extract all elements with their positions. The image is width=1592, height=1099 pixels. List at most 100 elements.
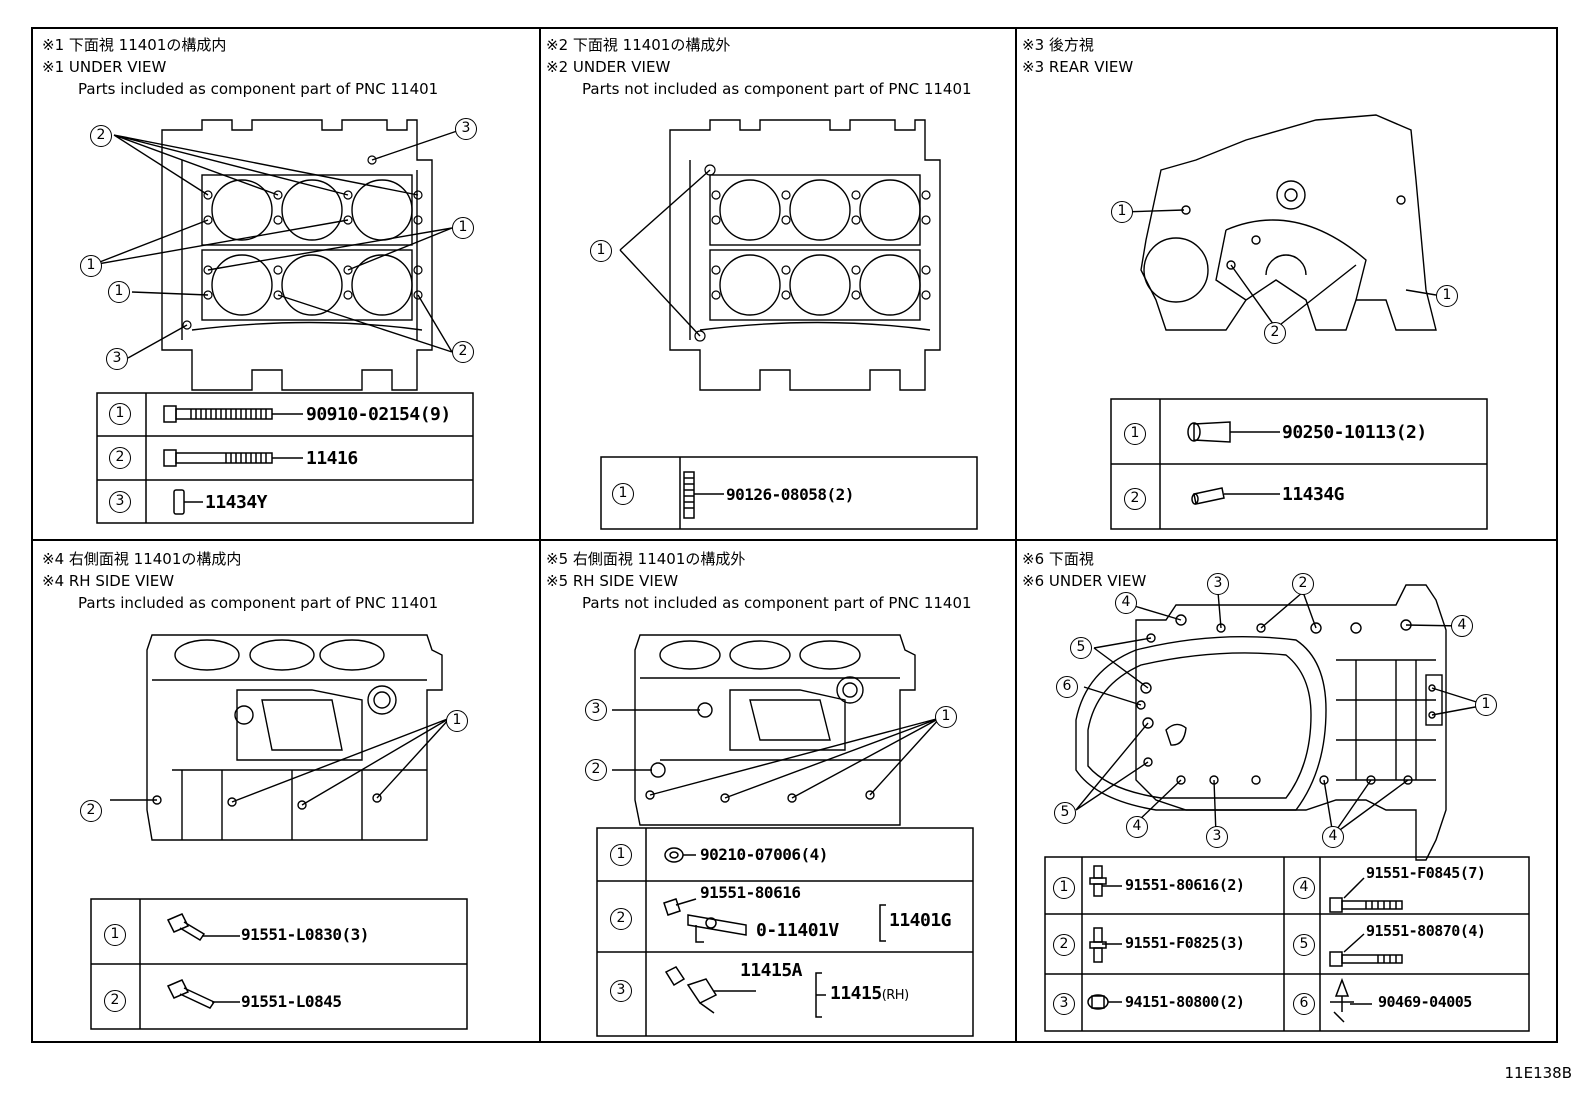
panel6-callout-3-bottom: 3 [1206, 826, 1228, 848]
panel5-block-rhside [612, 634, 941, 826]
panel4-block-rhside [110, 634, 451, 841]
panel2-parts-table [600, 456, 978, 530]
panel2-callout-1: 1 [590, 240, 612, 262]
panel1-row3-part: 11434Y [205, 492, 268, 513]
panel4-row1-index: 1 [104, 924, 126, 946]
panel6-callout-2: 2 [1292, 573, 1314, 595]
panel6-row3-index: 3 [1053, 993, 1075, 1015]
panel1-title-jp: ※1 下面視 11401の構成内 [42, 36, 227, 54]
panel5-parts-table [596, 827, 974, 1037]
panel3-header: ※3 後方視 ※3 REAR VIEW [1022, 34, 1133, 78]
panel6-callout-1: 1 [1475, 694, 1497, 716]
panel6-callout-5-bottom: 5 [1054, 802, 1076, 824]
panel5-row2-sub2: 11401G [889, 910, 952, 931]
panel5-row1-index: 1 [610, 844, 632, 866]
panel1-callout-1-right: 1 [452, 217, 474, 239]
panel6-callout-4-tl: 4 [1115, 592, 1137, 614]
panel6-callout-4-bottom: 4 [1322, 826, 1344, 848]
panel6-row2-index: 2 [1053, 934, 1075, 956]
panel6-title-en: ※6 UNDER VIEW [1022, 572, 1147, 590]
panel4-title-jp: ※4 右側面視 11401の構成内 [42, 550, 242, 568]
panel1-row1-index: 1 [109, 403, 131, 425]
panel1-callout-3-bottom: 3 [106, 348, 128, 370]
panel1-note: Parts included as component part of PNC … [78, 80, 439, 98]
panel6-row1-part: 91551-80616(2) [1125, 876, 1245, 894]
panel6-callout-4-tr: 4 [1451, 615, 1473, 637]
panel2-block-underview [619, 119, 941, 391]
diagram-code: 11E138B [1504, 1064, 1573, 1082]
panel6-row6-part: 90469-04005 [1378, 993, 1472, 1011]
panel1-callout-3-top: 3 [455, 118, 477, 140]
panel6-row1-index: 1 [1053, 877, 1075, 899]
panel6-row2-part: 91551-F0825(3) [1125, 934, 1245, 952]
panel6-row6-index: 6 [1293, 993, 1315, 1015]
panel3-row1-index: 1 [1124, 423, 1146, 445]
panel6-callout-6: 6 [1056, 676, 1078, 698]
panel3-callout-2: 2 [1264, 322, 1286, 344]
panel6-header: ※6 下面視 ※6 UNDER VIEW [1022, 548, 1146, 592]
panel5-row2-index: 2 [610, 908, 632, 930]
panel4-title-en: ※4 RH SIDE VIEW [42, 572, 175, 590]
panel5-row3-sub2: 11415(RH) [830, 983, 909, 1004]
panel1-parts-table [96, 392, 474, 524]
panel1-block-underview [91, 119, 461, 391]
panel5-title-en: ※5 RH SIDE VIEW [546, 572, 679, 590]
panel5-row1-part: 90210-07006(4) [700, 845, 828, 864]
panel1-row2-index: 2 [109, 447, 131, 469]
panel1-callout-2-bottom: 2 [452, 341, 474, 363]
panel5-callout-3: 3 [585, 699, 607, 721]
panel2-note: Parts not included as component part of … [582, 80, 972, 98]
panel1-row3-index: 3 [109, 491, 131, 513]
panel3-block-rearview [1120, 114, 1437, 331]
panel1-callout-1-left: 1 [80, 255, 102, 277]
panel1-title-en: ※1 UNDER VIEW [42, 58, 167, 76]
panel3-row1-part: 90250-10113(2) [1282, 422, 1427, 443]
panel4-row1-part: 91551-L0830(3) [241, 925, 369, 944]
panel1-callout-2-top: 2 [90, 125, 112, 147]
panel6-parts-table [1044, 856, 1530, 1032]
panel5-row3-part: 11415A [740, 960, 803, 981]
panel2-title-jp: ※2 下面視 11401の構成外 [546, 36, 731, 54]
panel5-header: ※5 右側面視 11401の構成外 ※5 RH SIDE VIEW Parts … [546, 548, 972, 614]
panel4-row2-index: 2 [104, 990, 126, 1012]
panel2-title-en: ※2 UNDER VIEW [546, 58, 671, 76]
panel3-callout-1-left: 1 [1111, 201, 1133, 223]
panel6-row4-part: 91551-F0845(7) [1366, 864, 1486, 882]
panel1-callout-1-mid: 1 [108, 281, 130, 303]
panel3-title-en: ※3 REAR VIEW [1022, 58, 1134, 76]
panel1-header: ※1 下面視 11401の構成内 ※1 UNDER VIEW Parts inc… [42, 34, 438, 100]
panel3-title-jp: ※3 後方視 [1022, 36, 1094, 54]
panel5-callout-1: 1 [935, 706, 957, 728]
panel4-callout-1: 1 [446, 710, 468, 732]
panel5-title-jp: ※5 右側面視 11401の構成外 [546, 550, 746, 568]
panel6-block-underview [1075, 584, 1487, 861]
panel5-row3-index: 3 [610, 980, 632, 1002]
panel4-header: ※4 右側面視 11401の構成内 ※4 RH SIDE VIEW Parts … [42, 548, 438, 614]
panel3-parts-table [1110, 398, 1488, 530]
panel5-note: Parts not included as component part of … [582, 594, 972, 612]
panel6-row5-part: 91551-80870(4) [1366, 922, 1486, 940]
panel6-row4-index: 4 [1293, 877, 1315, 899]
panel1-row2-part: 11416 [306, 448, 358, 469]
panel3-callout-1-right: 1 [1436, 285, 1458, 307]
panel5-row3-suffix: (RH) [881, 988, 909, 1003]
panel5-row3-sub2-code: 11415 [830, 983, 882, 1004]
panel6-callout-3-top: 3 [1207, 573, 1229, 595]
panel2-row1-part: 90126-08058(2) [726, 485, 854, 504]
panel5-row2-sub1-code: 11401V [776, 920, 840, 941]
panel2-header: ※2 下面視 11401の構成外 ※2 UNDER VIEW Parts not… [546, 34, 972, 100]
panel6-title-jp: ※6 下面視 [1022, 550, 1094, 568]
panel6-row3-part: 94151-80800(2) [1125, 993, 1245, 1011]
panel4-row2-part: 91551-L0845 [241, 992, 342, 1011]
panel6-callout-5-top: 5 [1070, 637, 1092, 659]
panel4-callout-2: 2 [80, 800, 102, 822]
panel6-callout-4-bl: 4 [1126, 816, 1148, 838]
panel3-row2-index: 2 [1124, 488, 1146, 510]
panel3-row2-part: 11434G [1282, 484, 1345, 505]
panel5-row2-sub1: 0-11401V [756, 920, 839, 941]
panel2-row1-index: 1 [612, 483, 634, 505]
panel4-parts-table [90, 898, 468, 1030]
panel1-row1-part: 90910-02154(9) [306, 404, 451, 425]
